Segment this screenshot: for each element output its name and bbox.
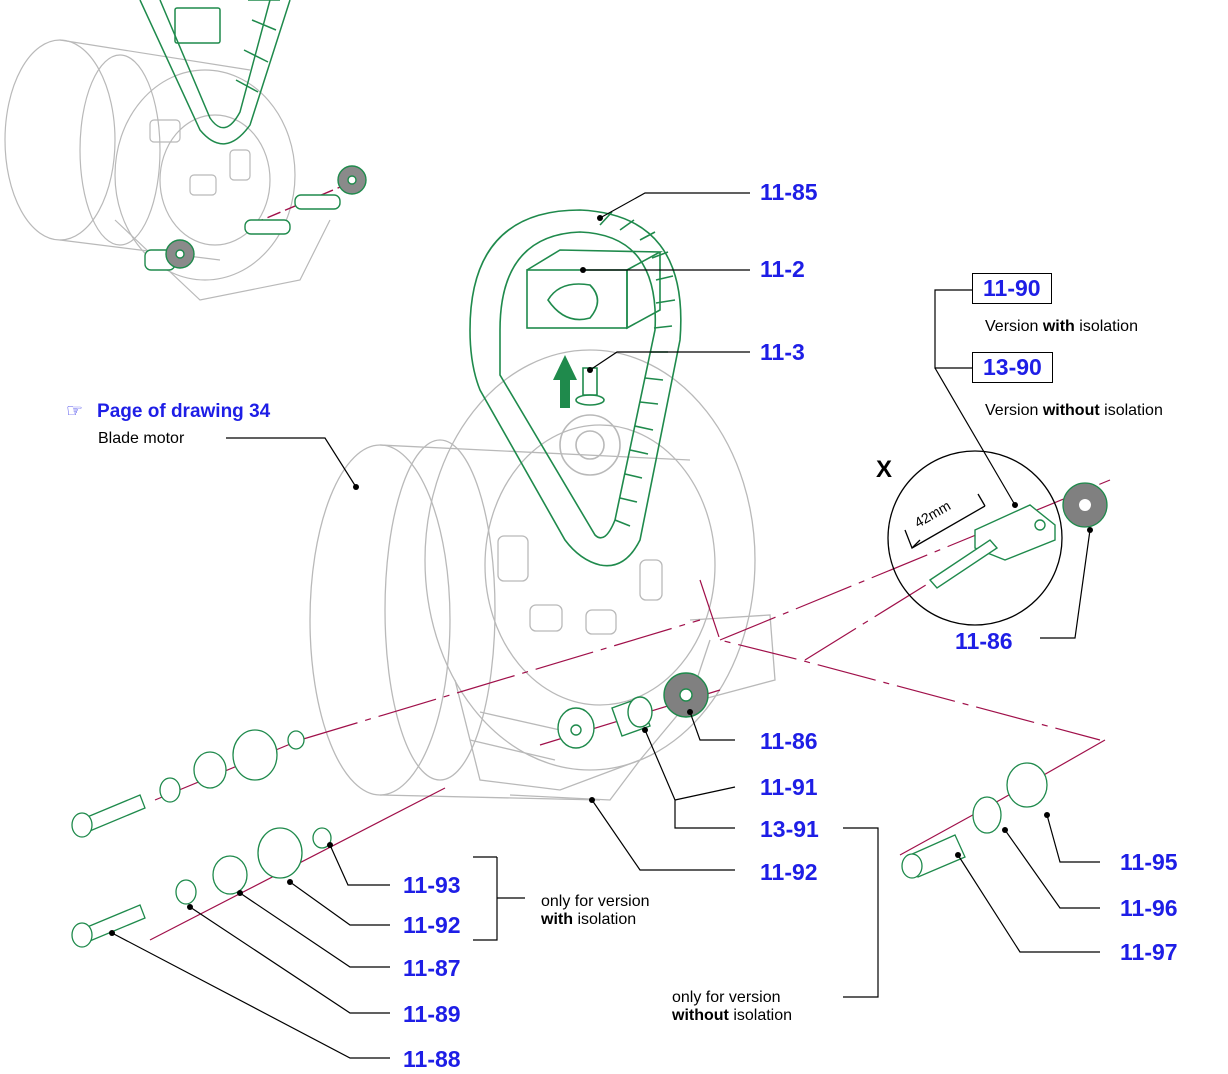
- part-label-11-92-right: 11-92: [760, 859, 818, 885]
- detail-x-label: X: [876, 456, 893, 483]
- part-label-11-95: 11-95: [1120, 849, 1178, 875]
- center-parts: [557, 672, 709, 749]
- part-label-11-3: 11-3: [760, 339, 805, 365]
- part-label-11-2: 11-2: [760, 256, 805, 282]
- detail-bracket: [928, 504, 1056, 589]
- note-only-without: only for version without isolation: [672, 989, 793, 1025]
- part-label-11-92-left: 11-92: [403, 912, 461, 938]
- lift-arrow: [553, 355, 577, 408]
- part-label-11-85: 11-85: [760, 179, 818, 205]
- part-label-11-88: 11-88: [403, 1046, 461, 1072]
- note-version-without: Version without isolation: [985, 402, 1163, 419]
- blade-motor-ghost: [309, 349, 776, 801]
- washer-detail: [1062, 482, 1108, 528]
- part-label-11-96: 11-96: [1120, 895, 1178, 921]
- note-version-with: Version with isolation: [985, 318, 1138, 335]
- part-label-11-87: 11-87: [403, 955, 461, 981]
- page-reference-text: Page of drawing 34: [97, 401, 271, 422]
- part-label-11-97: 11-97: [1120, 939, 1178, 965]
- part-label-11-93: 11-93: [403, 872, 461, 898]
- dimension-label: 42mm: [912, 497, 954, 530]
- part-label-11-91: 11-91: [760, 774, 818, 800]
- part-label-11-86-detail: 11-86: [955, 628, 1013, 654]
- part-label-11-89: 11-89: [403, 1001, 461, 1027]
- leader-lines: [111, 192, 1100, 1059]
- part-label-11-90: 11-90: [972, 273, 1052, 304]
- note-only-with: only for version with isolation: [541, 893, 650, 929]
- leader-dots: [109, 215, 1093, 936]
- pointing-hand-icon: ☞: [66, 401, 84, 422]
- assembly-axes: [149, 479, 1111, 941]
- drive-belt: [469, 209, 682, 567]
- right-lower-parts: [901, 762, 1048, 879]
- part-label-13-90: 13-90: [972, 352, 1053, 383]
- part-label-11-86: 11-86: [760, 728, 818, 754]
- left-upper-parts: [71, 729, 305, 838]
- part-label-13-91: 13-91: [760, 816, 819, 842]
- overview-belt: [139, 0, 291, 145]
- overview-parts: [144, 165, 367, 271]
- detail-x: [887, 450, 1063, 626]
- note-blade-motor: Blade motor: [98, 430, 185, 447]
- page-reference-link[interactable]: ☞ Page of drawing 34: [66, 400, 270, 423]
- left-lower-parts: [71, 827, 332, 948]
